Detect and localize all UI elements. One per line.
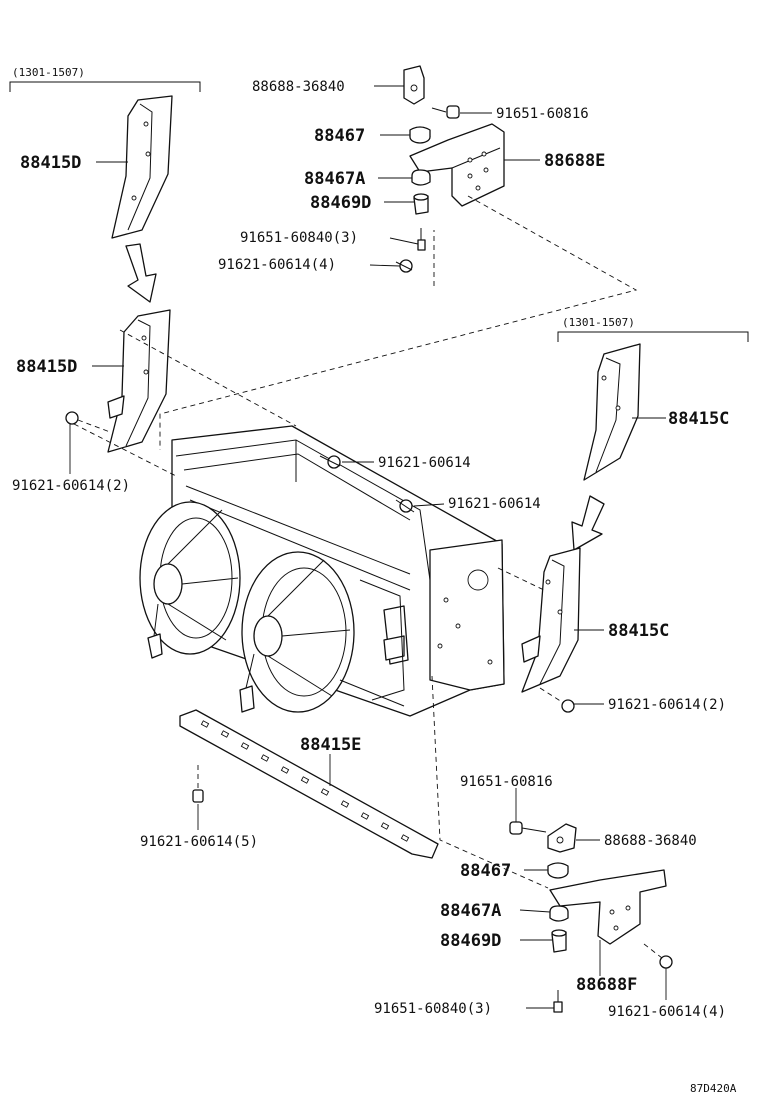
grommet-88467A-bot (549, 905, 569, 922)
seal-88415E-holes (200, 720, 410, 842)
bolt-91621-60614-4-top (395, 259, 413, 273)
label-88415D-lower: 88415D (16, 357, 77, 377)
grommet-88467A-top (411, 169, 431, 186)
bolt-91621-60614-mid2 (395, 499, 415, 513)
range-bracket-right: (1301-1507) (557, 316, 749, 342)
bolt-91651-60840-bot (553, 990, 563, 1013)
bolt-91621-60614-5 (192, 762, 204, 803)
install-arrow-left (125, 243, 157, 303)
label-88415D-upper: 88415D (20, 153, 81, 173)
label-88467-top: 88467 (314, 126, 365, 146)
label-91621-60614-mid2: 91621-60614 (448, 496, 541, 512)
label-88415C-lower: 88415C (608, 621, 669, 641)
fan-shroud-assembly (139, 425, 505, 717)
label-91621-60614-2-right: 91621-60614(2) (608, 697, 726, 713)
range-bracket-left: (1301-1507) (9, 66, 201, 92)
seal-88415C-upper (583, 343, 641, 481)
label-91651-60840-top: 91651-60840(3) (240, 230, 358, 246)
label-88469D-top: 88469D (310, 193, 371, 213)
top-bracket-assembly (395, 65, 505, 286)
label-88469D-bot: 88469D (440, 931, 501, 951)
bolt-91621-60614-2-left (65, 411, 111, 433)
bracket-88688E (409, 123, 505, 207)
label-88415E: 88415E (300, 735, 361, 755)
fan-left (139, 501, 241, 655)
install-arrow-right (571, 495, 605, 551)
label-88467-bot: 88467 (460, 861, 511, 881)
range-label-right: (1301-1507) (562, 316, 635, 329)
label-88688-36840-top: 88688-36840 (252, 79, 345, 95)
label-91621-60614-5: 91621-60614(5) (140, 834, 258, 850)
label-91651-60816-top: 91651-60816 (496, 106, 589, 122)
bolt-91651-60816-top (431, 105, 460, 119)
bolt-91621-60614-mid1 (319, 455, 341, 469)
seal-88415D-upper (111, 95, 173, 239)
label-88467A-bot: 88467A (440, 901, 501, 921)
label-88688F: 88688F (576, 975, 637, 995)
label-91651-60816-bot: 91651-60816 (460, 774, 553, 790)
label-91621-60614-2-left: 91621-60614(2) (12, 478, 130, 494)
bolt-91621-60614-4-bot (643, 943, 673, 969)
label-88415C-upper: 88415C (668, 409, 729, 429)
label-88467A-top: 88467A (304, 169, 365, 189)
range-label-left: (1301-1507) (12, 66, 85, 79)
label-88688-36840-bot: 88688-36840 (604, 833, 697, 849)
label-91621-60614-mid1: 91621-60614 (378, 455, 471, 471)
seal-88415C-lower (521, 547, 581, 693)
bolt-91651-60840-top (417, 228, 426, 251)
seal-88415D-lower (107, 309, 171, 453)
bolt-91621-60614-2-right (539, 687, 575, 713)
label-91621-60614-4-top: 91621-60614(4) (218, 257, 336, 273)
label-88688E: 88688E (544, 151, 605, 171)
fan-right (241, 551, 355, 713)
label-91651-60840-bot: 91651-60840(3) (374, 1001, 492, 1017)
leader-lines (69, 85, 667, 1009)
bracket-88688F (549, 869, 667, 945)
bolt-91651-60816-bot (509, 821, 547, 835)
figure-code: 87D420A (690, 1082, 737, 1095)
bottom-bracket-assembly (509, 821, 673, 1013)
label-91621-60614-4-bot: 91621-60614(4) (608, 1004, 726, 1020)
